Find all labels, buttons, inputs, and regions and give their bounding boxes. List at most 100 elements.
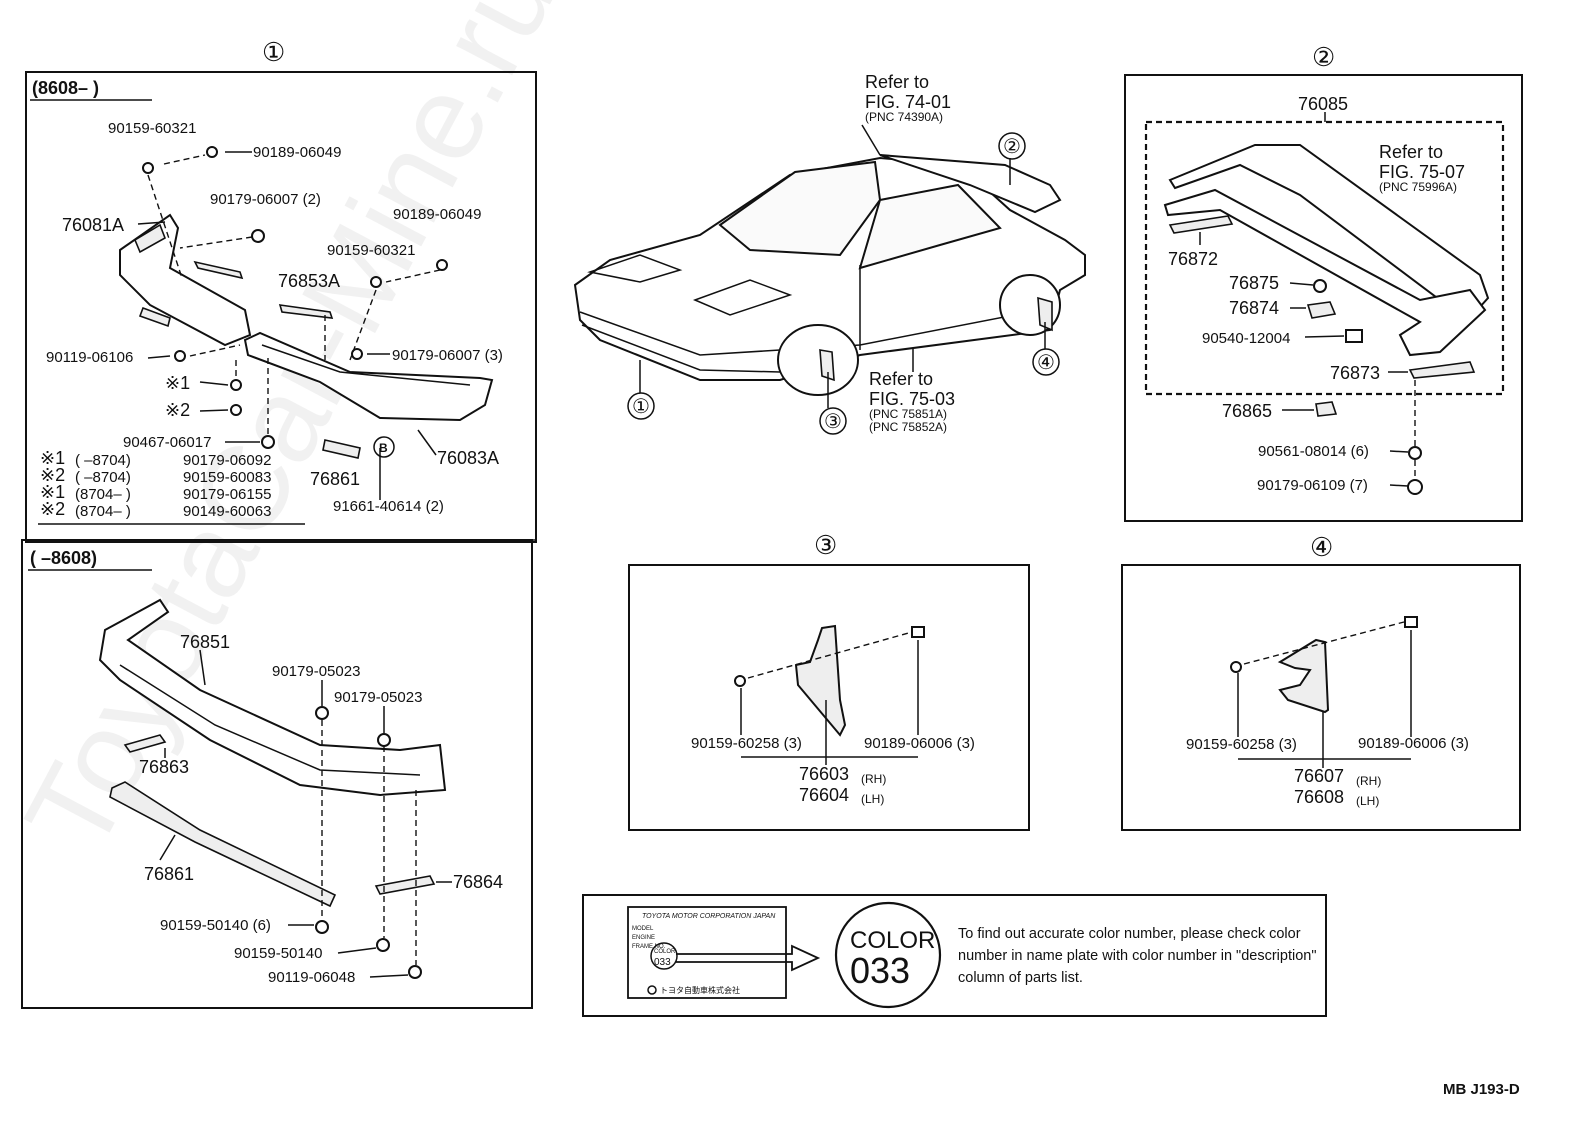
box-4-labels: 90159-60258 (3) 90189-06006 (3) 76607 (R… xyxy=(1186,735,1469,808)
box-2-frame xyxy=(1124,74,1523,522)
car-refer-2: Refer to FIG. 75-03 (PNC 75851A) (PNC 75… xyxy=(869,369,955,434)
label-90561-08014: 90561-08014 (6) xyxy=(1258,443,1369,460)
svg-text:(PNC 75851A): (PNC 75851A) xyxy=(869,407,947,421)
label-90119-06106: 90119-06106 xyxy=(46,349,133,366)
label-90189-06049-a: 90189-06049 xyxy=(253,144,341,161)
plate-code: 033 xyxy=(654,957,671,968)
car-refer-1: Refer to FIG. 74-01 (PNC 74390A) xyxy=(865,72,951,124)
label-90119-06048: 90119-06048 xyxy=(268,969,355,986)
box-1-range: (8608– ) xyxy=(32,78,99,98)
box-1-notes: ※1 ( –8704) 90179-06092 ※2 ( –8704) 9015… xyxy=(38,448,305,525)
svg-text:(PNC 74390A): (PNC 74390A) xyxy=(865,110,943,124)
label-90179-06007-2: 90179-06007 (2) xyxy=(210,191,321,208)
svg-text:Refer to: Refer to xyxy=(865,72,929,92)
plate-color: COLOR xyxy=(654,949,676,955)
bracket-76853a-part xyxy=(193,260,334,319)
color-circle-code: 033 xyxy=(850,950,910,991)
box-1b-range: ( –8608) xyxy=(30,548,97,568)
svg-text:FIG. 75-03: FIG. 75-03 xyxy=(869,389,955,409)
note-part-1: 90179-06092 xyxy=(183,452,271,469)
bolt-icons-box1 xyxy=(142,146,448,458)
label-90179-05023-b: 90179-05023 xyxy=(334,689,422,706)
label-76607-rh: (RH) xyxy=(1356,774,1381,788)
section-3-marker: ③ xyxy=(814,530,837,560)
svg-text:Refer to: Refer to xyxy=(869,369,933,389)
bolt-icons-box1b xyxy=(315,706,422,979)
label-76603: 76603 xyxy=(799,764,849,784)
plate-title: TOYOTA MOTOR CORPORATION JAPAN xyxy=(642,913,776,920)
svg-text:FIG. 75-07: FIG. 75-07 xyxy=(1379,162,1465,182)
front-spoiler-76083a-part xyxy=(243,331,494,422)
label-76874: 76874 xyxy=(1229,298,1279,318)
section-2-marker: ② xyxy=(1312,42,1335,72)
car-marker-2: ② xyxy=(1003,136,1021,158)
car-markers: ① ② ③ ④ xyxy=(632,136,1055,433)
box-2-refer: Refer to FIG. 75-07 (PNC 75996A) xyxy=(1379,142,1465,194)
label-90189-06006-b: 90189-06006 (3) xyxy=(1358,735,1469,752)
color-circle-word: COLOR xyxy=(850,927,935,954)
note-mark-3: ※1 xyxy=(40,482,65,502)
label-90159-60321-b: 90159-60321 xyxy=(327,242,415,259)
label-76608-lh: (LH) xyxy=(1356,794,1379,808)
label-90159-60258-b: 90159-60258 (3) xyxy=(1186,736,1297,753)
car-marker-3: ③ xyxy=(824,411,842,433)
bracket-76863-part xyxy=(123,734,167,753)
mudguard-76607-part xyxy=(1230,616,1418,714)
section-4-marker: ④ xyxy=(1310,532,1333,562)
label-76085: 76085 xyxy=(1298,94,1348,114)
label-note2: ※2 xyxy=(165,400,190,420)
mudguard-76603-part xyxy=(734,624,925,737)
label-76604: 76604 xyxy=(799,785,849,805)
label-90540-12004: 90540-12004 xyxy=(1202,330,1290,347)
front-spoiler-76081a-part xyxy=(119,213,252,347)
arrow-icon xyxy=(676,944,821,972)
label-90467-06017: 90467-06017 xyxy=(123,434,211,451)
name-plate: TOYOTA MOTOR CORPORATION JAPAN MODEL ENG… xyxy=(627,906,787,999)
box-1-frame xyxy=(25,71,537,543)
plate-row-engine: ENGINE xyxy=(632,935,655,941)
label-90159-50140-6: 90159-50140 (6) xyxy=(160,917,271,934)
svg-text:(PNC 75996A): (PNC 75996A) xyxy=(1379,180,1457,194)
label-90179-05023-a: 90179-05023 xyxy=(272,663,360,680)
grille-76861-part xyxy=(138,306,361,459)
box-1b-labels: 76851 90179-05023 90179-05023 76863 7686… xyxy=(139,632,503,986)
label-90179-06007-3: 90179-06007 (3) xyxy=(392,347,503,364)
note-mark-1: ※1 xyxy=(40,448,65,468)
label-90159-50140: 90159-50140 xyxy=(234,945,322,962)
note-range-2: ( –8704) xyxy=(75,469,131,486)
label-90159-60258-a: 90159-60258 (3) xyxy=(691,735,802,752)
front-spoiler-76851-part xyxy=(98,598,447,797)
label-90189-06006-a: 90189-06006 (3) xyxy=(864,735,975,752)
color-info-box xyxy=(582,894,1327,1017)
note-mark-4: ※2 xyxy=(40,499,65,519)
label-note1: ※1 xyxy=(165,373,190,393)
label-76604-lh: (LH) xyxy=(861,792,884,806)
svg-text:(PNC 75852A): (PNC 75852A) xyxy=(869,420,947,434)
note-range-3: (8704– ) xyxy=(75,486,131,503)
car-marker-1: ① xyxy=(632,396,650,418)
label-76865: 76865 xyxy=(1222,401,1272,421)
label-76081a: 76081A xyxy=(62,215,124,235)
box-1-labels: 90159-60321 90189-06049 90179-06007 (2) … xyxy=(46,120,503,515)
circle-b-text: B xyxy=(379,441,388,455)
plate-row-frame: FRAME NO. xyxy=(632,944,666,950)
color-note: To find out accurate color number, pleas… xyxy=(958,926,1317,986)
note-mark-2: ※2 xyxy=(40,465,65,485)
svg-text:Refer to: Refer to xyxy=(1379,142,1443,162)
label-76864: 76864 xyxy=(453,872,503,892)
label-90159-60321-a: 90159-60321 xyxy=(108,120,196,137)
note-range-1: ( –8704) xyxy=(75,452,131,469)
label-76863: 76863 xyxy=(139,757,189,777)
box-1b-frame xyxy=(21,539,533,1009)
label-76872: 76872 xyxy=(1168,249,1218,269)
plate-footer: トヨタ自動車株式会社 xyxy=(660,985,740,995)
car-marker-4: ④ xyxy=(1037,352,1055,374)
box-3-frame xyxy=(628,564,1030,831)
label-76607: 76607 xyxy=(1294,766,1344,786)
note-range-4: (8704– ) xyxy=(75,503,131,520)
label-90189-06049-b: 90189-06049 xyxy=(393,206,481,223)
label-76608: 76608 xyxy=(1294,787,1344,807)
label-76875: 76875 xyxy=(1229,273,1279,293)
label-76083a: 76083A xyxy=(437,448,499,468)
bracket-76864-part xyxy=(374,875,436,895)
